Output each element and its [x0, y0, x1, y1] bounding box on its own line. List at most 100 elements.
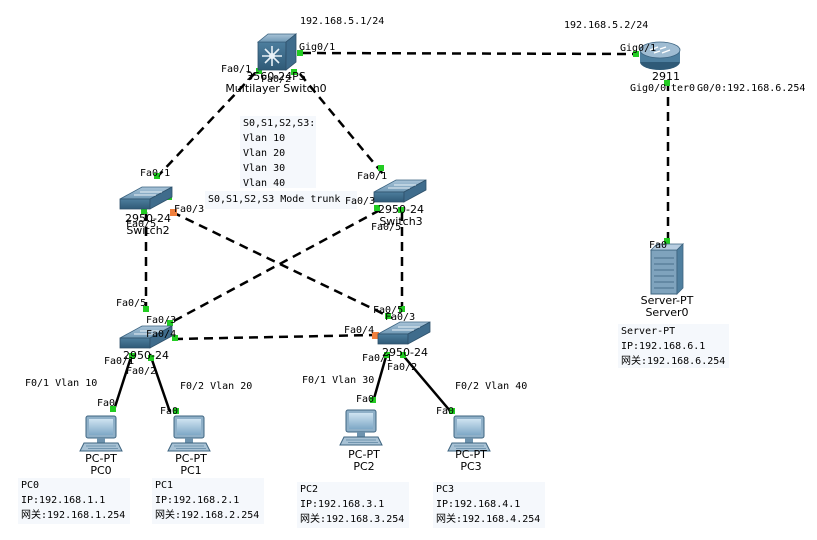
link-switch1-pc3: [400, 352, 452, 413]
pc0-note: PC0 IP:192.168.1.1 网关:192.168.1.254: [18, 478, 130, 524]
port-dot: [633, 51, 639, 57]
vlan-note-line: Vlan 20: [243, 148, 286, 159]
port-dot: [154, 173, 160, 179]
port-label: Gig0/1: [620, 43, 656, 54]
server-icon[interactable]: [650, 243, 684, 295]
port-dot: [385, 313, 391, 319]
pc0-vlan-label: F0/1 Vlan 10: [25, 378, 97, 389]
link-switch0-pc0: [112, 353, 134, 411]
switch0-model-label: 2950-24: [123, 349, 169, 362]
ms-ip-label: 192.168.5.1/24: [300, 16, 384, 27]
port-dot: [129, 353, 135, 359]
vlan-note-line: Vlan 40: [243, 178, 286, 189]
link-ms-router: [301, 51, 637, 56]
port-label: Fa0/1: [221, 64, 251, 75]
pc3-note-line: IP:192.168.4.1: [436, 499, 521, 510]
pc1-note-line: 网关:192.168.2.254: [155, 510, 260, 521]
port-dot: [374, 205, 380, 211]
router-g00-label: G0/0:192.168.6.254: [697, 83, 805, 94]
pc2-note: PC2 IP:192.168.3.1 网关:192.168.3.254: [297, 482, 409, 528]
pc3-model-label: PC-PT: [455, 448, 487, 461]
port-label: Fa0: [649, 240, 667, 251]
link-switch1-pc2: [371, 352, 389, 403]
link-ms-switch2: [157, 72, 256, 177]
port-dot: [664, 80, 670, 86]
port-dot: [143, 306, 149, 312]
server-name-label: Server0: [645, 306, 688, 319]
ms-model-label: 3560-24PS: [246, 70, 306, 83]
pc0-model-label: PC-PT: [85, 452, 117, 465]
link-switch0-switch1: [173, 333, 377, 341]
vlan-note-line: Vlan 10: [243, 133, 286, 144]
pc0-note-line: PC0: [21, 480, 40, 491]
port-dot: [141, 208, 147, 214]
trunk-note-line: S0,S1,S2,S3 Mode trunk: [208, 194, 341, 205]
port-dot: [449, 408, 455, 414]
port-label: Fa0: [436, 406, 454, 417]
port-dot: [110, 406, 116, 412]
port-label: Fa0/1: [140, 168, 170, 179]
server-note-line: Server-PT: [621, 326, 676, 337]
port-label: Gig0/1: [299, 42, 335, 53]
pc1-vlan-label: F0/2 Vlan 20: [180, 381, 252, 392]
pc2-name-label: PC2: [353, 460, 374, 473]
router-model-label: 2911: [652, 70, 680, 83]
pc3-name-label: PC3: [460, 460, 481, 473]
port-dot: [400, 352, 406, 358]
port-label: Fa0/5: [126, 219, 156, 230]
port-dot: [664, 238, 670, 244]
vlan-note-line: Vlan 30: [243, 163, 286, 174]
pc1-model-label: PC-PT: [175, 452, 207, 465]
link-switch2-switch1: [171, 210, 393, 320]
pc2-icon[interactable]: [339, 409, 383, 446]
pc3-vlan-label: F0/2 Vlan 40: [455, 381, 527, 392]
pc0-note-line: IP:192.168.1.1: [21, 495, 106, 506]
switch1-icon[interactable]: [377, 321, 431, 345]
pc3-note-line: 网关:192.168.4.254: [436, 514, 541, 525]
port-dot: [167, 320, 173, 326]
router-ip-label: 192.168.5.2/24: [564, 20, 648, 31]
pc1-name-label: PC1: [180, 464, 201, 477]
port-dot: [148, 355, 154, 361]
port-dot: [384, 352, 390, 358]
pc1-icon[interactable]: [167, 415, 211, 452]
switch1-model-label: 2950-24: [382, 346, 428, 359]
switch2-name-label: Switch2: [126, 224, 169, 237]
pc0-note-line: 网关:192.168.1.254: [21, 510, 126, 521]
port-label: Fa0/5: [371, 222, 401, 233]
link-switch0-pc1: [148, 353, 172, 413]
pc2-note-line: PC2: [300, 484, 319, 495]
server-note: Server-PT IP:192.168.6.1 网关:192.168.6.25…: [618, 324, 729, 368]
pc2-note-line: IP:192.168.3.1: [300, 499, 385, 510]
port-dot: [170, 209, 177, 216]
pc0-icon[interactable]: [79, 415, 123, 452]
ms-name-label: Multilayer Switch0: [225, 82, 326, 95]
router-icon[interactable]: [639, 41, 681, 70]
switch2-icon[interactable]: [119, 186, 173, 210]
pc3-note-line: PC3: [436, 484, 455, 495]
port-label: Fa0/2: [261, 74, 291, 85]
port-label: Fa0/4: [344, 325, 374, 336]
port-label: Fa0/1: [357, 171, 387, 182]
port-dot: [297, 50, 303, 56]
port-dot: [173, 408, 179, 414]
multilayer-switch-icon[interactable]: [256, 33, 298, 71]
port-dot: [256, 68, 262, 74]
port-label: ter0: [671, 83, 695, 94]
switch3-model-label: 2950-24: [378, 203, 424, 216]
port-label: Fa0/5: [373, 305, 403, 316]
pc2-vlan-label: F0/1 Vlan 30: [302, 375, 374, 386]
vlan-note-line: S0,S1,S2,S3:: [243, 118, 316, 129]
vlan-note: S0,S1,S2,S3: Vlan 10 Vlan 20 Vlan 30 Vla…: [240, 116, 316, 189]
port-label: Fa0/1: [104, 356, 134, 367]
port-label: Fa0: [160, 406, 178, 417]
switch3-icon[interactable]: [373, 179, 427, 203]
pc0-name-label: PC0: [90, 464, 111, 477]
port-label: Fa0: [356, 394, 374, 405]
pc3-icon[interactable]: [447, 415, 491, 452]
port-label: Fa0/3: [146, 315, 176, 326]
port-label: Fa0/1: [362, 353, 392, 364]
port-label: Fa0/4: [146, 329, 176, 340]
port-label: Fa0/3: [385, 312, 415, 323]
